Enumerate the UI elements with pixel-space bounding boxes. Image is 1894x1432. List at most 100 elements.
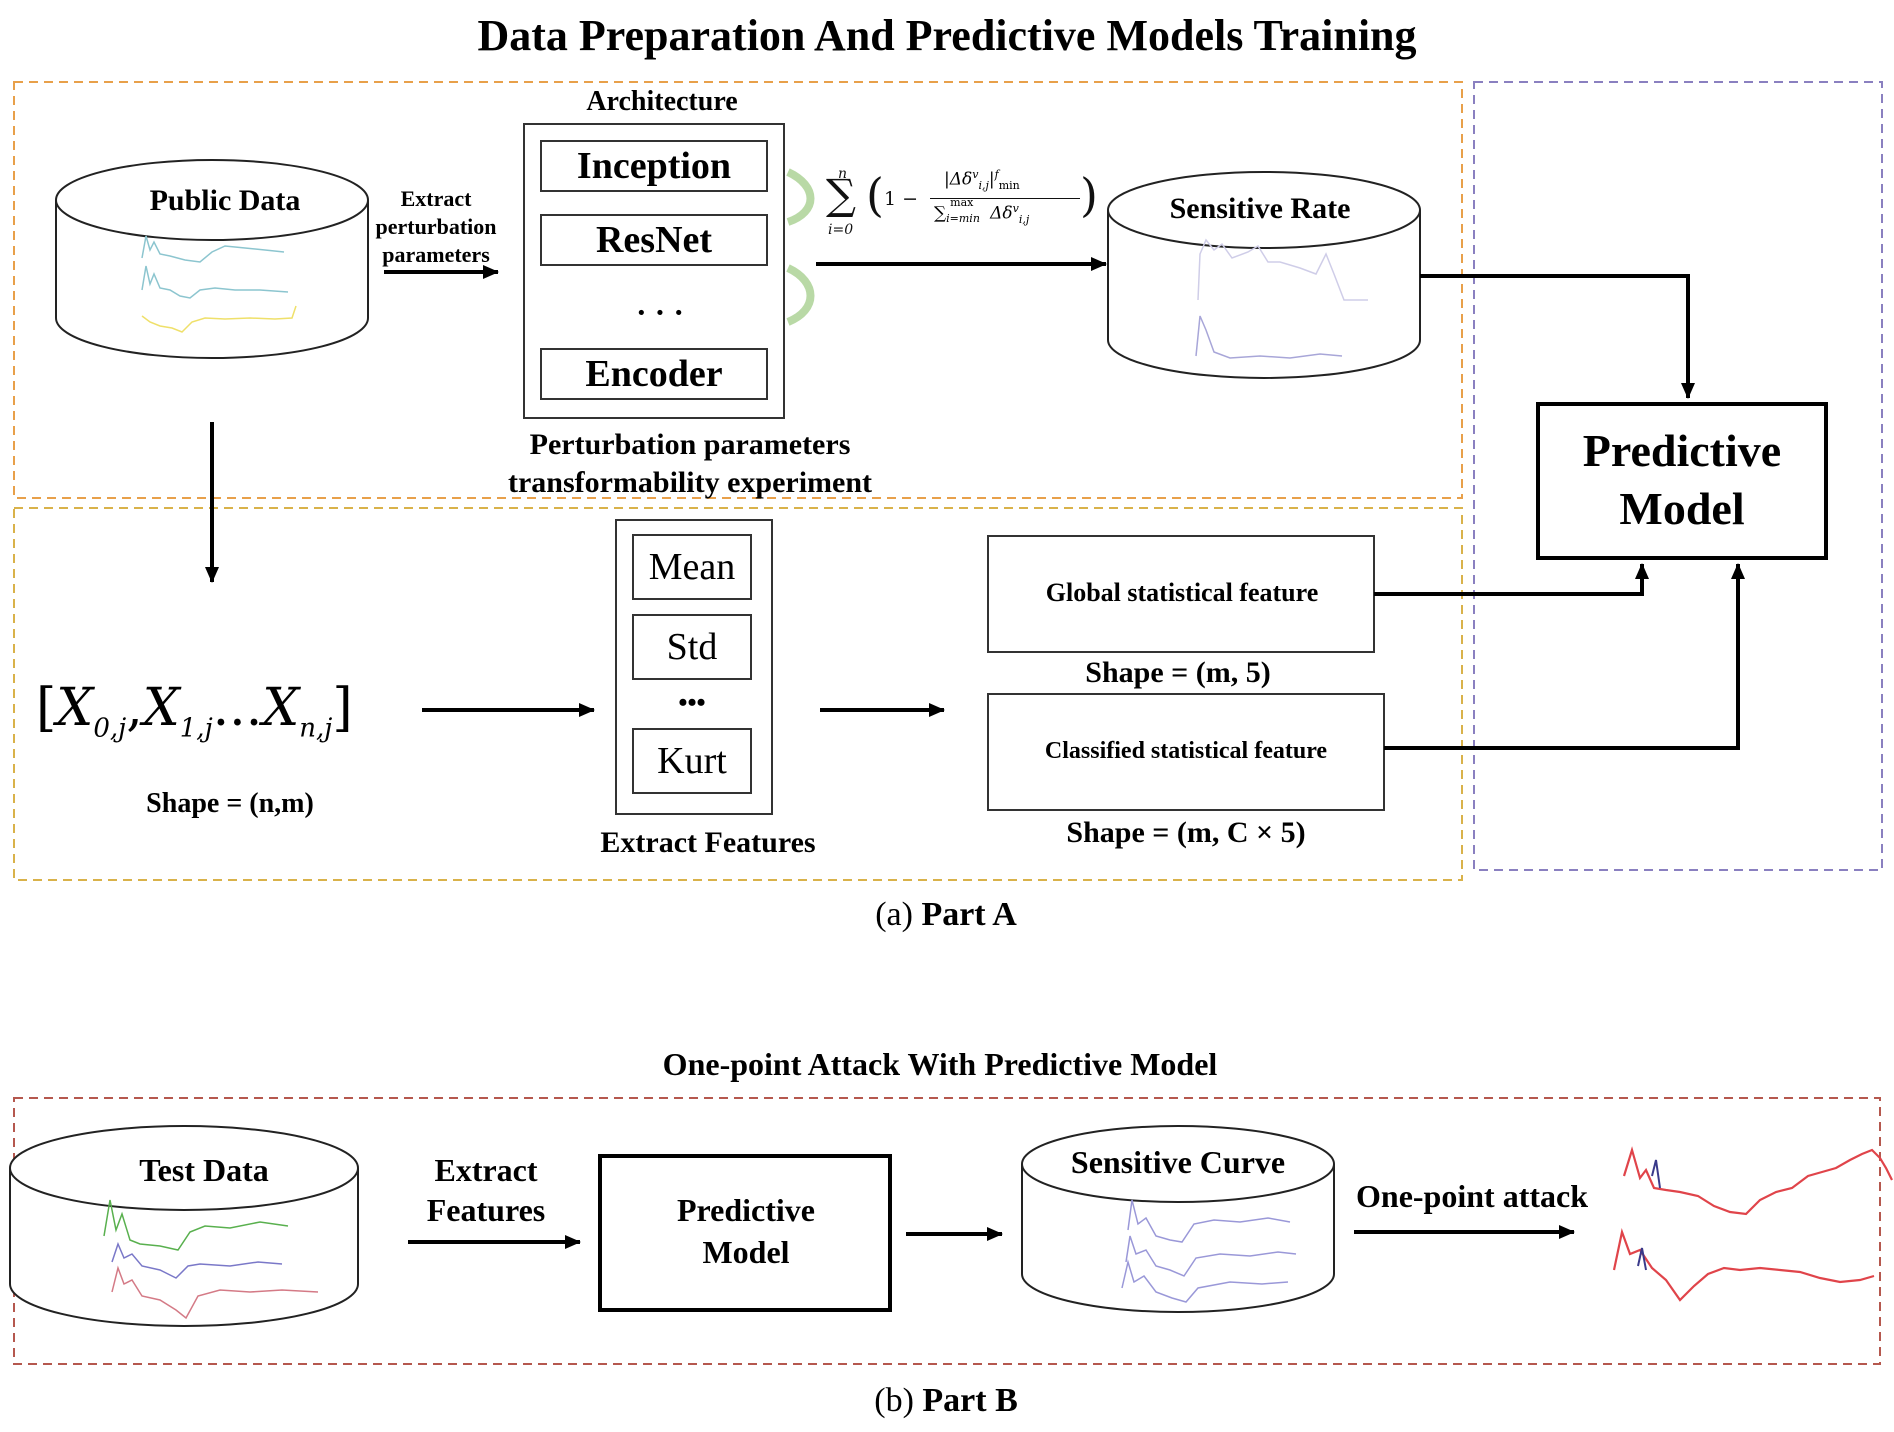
part-b-caption-prefix: (b) <box>874 1382 914 1419</box>
part-a-caption-bold: Part A <box>921 896 1017 933</box>
model-encoder-label: Encoder <box>585 353 723 395</box>
green-curve-arrow-2 <box>786 264 815 326</box>
matrix-sub-0: 0,j <box>93 713 127 744</box>
architecture-title: Architecture <box>586 86 738 117</box>
feature-mean-label: Mean <box>648 546 736 588</box>
formula-one-minus: 1 − <box>884 188 919 210</box>
public-curve-1 <box>141 235 285 263</box>
extract-label-2: perturbation <box>375 214 497 239</box>
matrix-x1: X <box>142 678 180 738</box>
arrow-rate-to-model <box>1420 274 1695 399</box>
feature-kurt: Kurt <box>632 728 752 794</box>
sensitive-rate-cylinder <box>1107 171 1421 379</box>
formula-denominator: ∑max i=min Δδvi,j <box>934 196 1030 227</box>
arch-caption-2: transformability experiment <box>507 466 873 499</box>
predictive-model-b-line-2: Model <box>702 1234 790 1270</box>
extract-features-label: Extract Features <box>600 826 816 859</box>
model-inception: Inception <box>540 140 768 192</box>
formula-numerator: |Δδvi,j|fmin <box>944 168 1020 192</box>
curve-line-1 <box>1127 1199 1291 1243</box>
formula-fraction-bar <box>930 198 1080 199</box>
matrix-xn: X <box>262 678 300 738</box>
matrix-open: [ <box>36 678 57 738</box>
feature-ellipsis: ••• <box>678 688 706 717</box>
part-b-caption-bold: Part B <box>922 1382 1018 1419</box>
sensitive-curve-cylinder <box>1021 1125 1335 1313</box>
global-feature-label: Global statistical feature <box>1045 578 1319 607</box>
arch-caption-1: Perturbation parameters <box>529 428 851 461</box>
extract-label-1: Extract <box>400 186 472 211</box>
attack-curve-1 <box>1622 1146 1893 1216</box>
matrix-comma-1: , <box>126 678 143 738</box>
formula-paren-left: ( <box>866 168 884 222</box>
model-ellipsis: · · · <box>635 294 685 330</box>
formula-num-powsub: min <box>998 179 1020 193</box>
feature-mean: Mean <box>632 534 752 600</box>
formula-sum-bottom: i=0 <box>828 222 854 238</box>
public-data-cylinder <box>55 159 369 359</box>
model-resnet-label: ResNet <box>595 219 713 261</box>
formula-den-top: max <box>950 196 974 210</box>
part-b-title: One-point Attack With Predictive Model <box>662 1046 1218 1082</box>
upper-section-frame <box>13 81 1463 499</box>
shape-m5-label: Shape = (m, 5) <box>1085 656 1271 689</box>
formula-den-sum: ∑ <box>934 203 947 224</box>
test-curve-blue <box>111 1241 283 1279</box>
predictive-model-b-box <box>598 1154 892 1312</box>
rate-curve-1 <box>1197 238 1368 301</box>
extract-features-b-2: Features <box>426 1192 546 1228</box>
predictive-model-b-line-1: Predictive <box>676 1192 816 1228</box>
arrow-global-to-model <box>1374 563 1649 596</box>
attack-curve-1-blue <box>1651 1159 1661 1189</box>
formula-sum: ∑ <box>826 170 856 219</box>
model-section-frame <box>1473 81 1883 871</box>
matrix-dots: ... <box>212 678 263 738</box>
rate-curve-2 <box>1195 315 1343 359</box>
feature-std-label: Std <box>666 626 718 668</box>
feature-kurt-label: Kurt <box>657 740 727 782</box>
extract-features-b-1: Extract <box>434 1152 538 1188</box>
matrix-sub-1: 1,j <box>179 713 213 744</box>
one-point-attack-label: One-point attack <box>1356 1178 1588 1214</box>
formula-den-term: Δδ <box>990 203 1013 224</box>
matrix-x0: X <box>56 678 94 738</box>
test-curve-red <box>111 1265 319 1320</box>
model-resnet: ResNet <box>540 214 768 266</box>
part-a-caption: (a) Part A <box>875 896 1017 934</box>
formula-sum-top: n <box>838 166 848 182</box>
predictive-model-line-1: Predictive <box>1582 425 1782 476</box>
matrix-sub-n: n,j <box>299 713 333 744</box>
attack-curve-2-blue <box>1637 1247 1647 1271</box>
formula-den-bottom: i=min <box>946 212 980 226</box>
curve-line-2 <box>1125 1235 1297 1277</box>
test-data-cylinder <box>9 1125 359 1327</box>
model-inception-label: Inception <box>576 145 732 187</box>
feature-std: Std <box>632 614 752 680</box>
shape-nm-label: Shape = (n,m) <box>146 788 314 819</box>
formula-den-sub: i,j <box>1018 213 1030 227</box>
formula-den-sup: v <box>1012 202 1019 215</box>
public-curve-3 <box>141 305 297 333</box>
attack-curve-2 <box>1612 1228 1875 1302</box>
sensitive-rate-label: Sensitive Rate <box>1169 192 1351 225</box>
formula-num-sup: v <box>972 168 979 181</box>
formula-den-limits: max i=min <box>946 196 990 226</box>
green-curve-arrow-1 <box>786 168 815 226</box>
figure-title: Data Preparation And Predictive Models T… <box>477 11 1417 60</box>
classified-feature-label: Classified statistical feature <box>1044 738 1328 764</box>
extract-label-3: parameters <box>382 242 490 267</box>
formula-num-sub: i,j <box>978 179 989 193</box>
public-curve-2 <box>141 265 289 299</box>
test-curve-green <box>103 1199 289 1251</box>
formula-num-pow: f <box>994 168 999 181</box>
matrix-close: ] <box>332 678 353 738</box>
sensitive-curve-label: Sensitive Curve <box>1070 1144 1286 1180</box>
formula-num-end: | <box>988 169 995 190</box>
part-a-caption-prefix: (a) <box>875 896 913 933</box>
matrix-expression: [X0,j,X1,j...Xn,j] <box>36 678 353 743</box>
model-encoder: Encoder <box>540 348 768 400</box>
curve-line-3 <box>1121 1259 1289 1303</box>
predictive-model-line-2: Model <box>1619 483 1745 534</box>
